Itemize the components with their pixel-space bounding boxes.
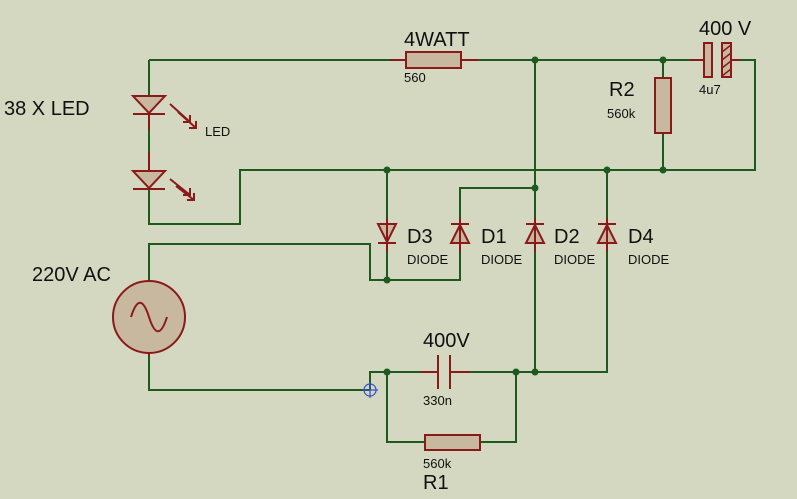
d3-name-label: D3 — [407, 226, 433, 248]
resistor-r1 — [424, 434, 481, 451]
diode-d1 — [449, 218, 471, 252]
junction-dots — [383, 56, 667, 376]
d1-name-label: D1 — [481, 226, 507, 248]
bottom-capacitor-value-label: 330n — [423, 393, 452, 408]
capacitor-bottom — [420, 355, 470, 389]
source-label: 220V AC — [32, 264, 111, 286]
top-capacitor-voltage-label: 400 V — [699, 18, 752, 40]
junction-dot — [659, 166, 667, 174]
junction-dot — [383, 166, 391, 174]
diode-d2 — [524, 218, 546, 252]
d4-name-label: D4 — [628, 226, 654, 248]
junction-dot — [512, 368, 520, 376]
junction-dot — [603, 166, 611, 174]
top-resistor-power-label: 4WATT — [404, 29, 470, 51]
d2-type-label: DIODE — [554, 252, 596, 267]
ac-source — [112, 280, 186, 356]
d2-name-label: D2 — [554, 226, 580, 248]
junction-dot — [531, 56, 539, 64]
diode-d3 — [376, 218, 398, 252]
top-capacitor-value-label: 4u7 — [699, 82, 721, 97]
resistor-top — [390, 51, 478, 69]
diode-d4 — [596, 218, 618, 252]
r2-name-label: R2 — [609, 79, 635, 101]
led-array-label: 38 X LED — [4, 98, 90, 120]
capacitor-top — [690, 42, 740, 78]
wires — [148, 59, 756, 443]
probe-marker — [362, 382, 378, 398]
bottom-capacitor-voltage-label: 400V — [423, 330, 470, 352]
led-label: LED — [205, 124, 230, 139]
led-bottom — [130, 152, 195, 201]
led-top — [130, 95, 197, 130]
junction-dot — [383, 276, 391, 284]
resistor-r2 — [654, 77, 672, 134]
junction-dot — [659, 56, 667, 64]
top-resistor-value-label: 560 — [404, 70, 426, 85]
d3-type-label: DIODE — [407, 252, 449, 267]
r2-value-label: 560k — [607, 106, 636, 121]
junction-dot — [383, 368, 391, 376]
junction-dot — [531, 184, 539, 192]
d1-type-label: DIODE — [481, 252, 523, 267]
d4-type-label: DIODE — [628, 252, 670, 267]
r1-value-label: 560k — [423, 456, 452, 471]
junction-dot — [531, 368, 539, 376]
r1-name-label: R1 — [423, 472, 449, 494]
